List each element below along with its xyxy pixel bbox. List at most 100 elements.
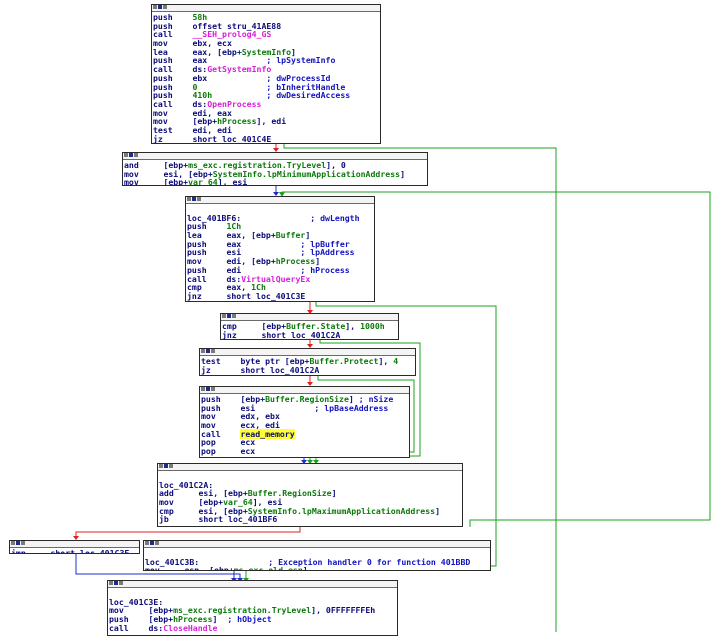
graph-node-icon[interactable]: [153, 5, 157, 9]
function-name[interactable]: __SEH_prolog4_GS: [192, 29, 272, 40]
instruction-line[interactable]: jz short loc_401C2A: [201, 365, 414, 375]
instruction-line[interactable]: mov [ebp+hProcess], edi: [153, 117, 379, 126]
instruction-line[interactable]: push eax ; lpBuffer: [187, 239, 373, 249]
instruction-line[interactable]: cmp eax, 1Ch: [187, 283, 373, 292]
graph-node-icon[interactable]: [109, 581, 113, 585]
symbol-operand[interactable]: 0: [192, 81, 198, 92]
instruction-line[interactable]: push esi ; lpBaseAddress: [201, 403, 408, 413]
basic-block-loc-401c3b[interactable]: loc_401C3B: ; Exception handler 0 for fu…: [143, 540, 491, 571]
symbol-operand[interactable]: SystemInfo.lpMinimumApplicationAddress: [212, 168, 401, 179]
symbol-operand[interactable]: SystemInfo.lpMaximumApplicationAddress: [247, 505, 436, 516]
symbol-operand[interactable]: 1Ch: [251, 282, 266, 293]
group-node-icon[interactable]: [119, 581, 123, 585]
group-node-icon[interactable]: [155, 541, 159, 545]
block-header-bar[interactable]: [152, 5, 380, 12]
block-header-bar[interactable]: [108, 581, 397, 588]
block-header-bar[interactable]: [123, 153, 427, 160]
symbol-operand[interactable]: 58h: [192, 12, 208, 22]
symbol-operand[interactable]: SystemInfo: [241, 46, 292, 57]
graph-node-icon[interactable]: [159, 464, 163, 468]
function-name[interactable]: read_memory: [240, 428, 295, 439]
color-node-icon[interactable]: [192, 197, 196, 201]
instruction-line[interactable]: mov edi, [ebp+hProcess]: [187, 257, 373, 266]
block-header-bar[interactable]: [221, 314, 398, 321]
color-node-icon[interactable]: [206, 387, 210, 391]
symbol-operand[interactable]: hProcess: [173, 614, 213, 625]
instruction-line[interactable]: mov [ebp+var_64], esi: [159, 498, 461, 507]
block-header-bar[interactable]: [144, 541, 490, 548]
instruction-line[interactable]: and [ebp+ms_exc.registration.TryLevel], …: [124, 161, 426, 170]
block-header-bar[interactable]: [200, 387, 409, 394]
symbol-operand[interactable]: 4: [393, 356, 399, 366]
instruction-line[interactable]: push offset stru_41AE88: [153, 21, 379, 31]
block-header-bar[interactable]: [186, 197, 374, 204]
instruction-line[interactable]: jnz short loc_401C3E: [187, 292, 373, 301]
instruction-line[interactable]: mov esi, [ebp+SystemInfo.lpMinimumApplic…: [124, 168, 426, 179]
instruction-line[interactable]: call ds:VirtualQueryEx: [187, 273, 373, 284]
color-node-icon[interactable]: [150, 541, 154, 545]
symbol-operand[interactable]: ms_exc.registration.TryLevel: [188, 160, 327, 170]
group-node-icon[interactable]: [169, 464, 173, 468]
symbol-operand[interactable]: Buffer.Protect: [309, 356, 379, 366]
instruction-line[interactable]: push [ebp+hProcess] ; hObject: [109, 615, 396, 624]
color-node-icon[interactable]: [158, 5, 162, 9]
instruction-line[interactable]: jnz short loc_401C2A: [222, 330, 397, 339]
basic-block-init[interactable]: and [ebp+ms_exc.registration.TryLevel], …: [122, 152, 428, 186]
instruction-line[interactable]: lea eax, [ebp+Buffer]: [187, 231, 373, 240]
instruction-line[interactable]: push eax ; lpSystemInfo: [153, 56, 379, 65]
group-node-icon[interactable]: [232, 314, 236, 318]
symbol-operand[interactable]: hProcess: [217, 116, 257, 127]
group-node-icon[interactable]: [21, 541, 25, 545]
symbol-operand[interactable]: 410h: [192, 90, 213, 101]
symbol-operand[interactable]: Buffer: [275, 230, 306, 241]
code-label-line[interactable]: loc_401C3B: ; Exception handler 0 for fu…: [145, 556, 489, 567]
instruction-line[interactable]: cmp [ebp+Buffer.State], 1000h: [222, 322, 397, 331]
code-label[interactable]: loc_401BF6:: [187, 212, 242, 223]
group-node-icon[interactable]: [211, 349, 215, 353]
graph-node-icon[interactable]: [222, 314, 226, 318]
graph-node-icon[interactable]: [201, 349, 205, 353]
symbol-operand[interactable]: var_64: [223, 497, 253, 508]
instruction-line[interactable]: push 58h: [153, 13, 379, 22]
group-node-icon[interactable]: [134, 153, 138, 157]
instruction-line[interactable]: lea eax, [ebp+SystemInfo]: [153, 46, 379, 57]
instruction-line[interactable]: mov ecx, edi: [201, 421, 408, 430]
instruction-line[interactable]: call read_memory: [201, 428, 408, 439]
symbol-operand[interactable]: Buffer.RegionSize: [265, 394, 349, 404]
graph-node-icon[interactable]: [11, 541, 15, 545]
group-node-icon[interactable]: [197, 197, 201, 201]
basic-block-loc-401c3e[interactable]: loc_401C3E:mov [ebp+ms_exc.registration.…: [107, 580, 398, 636]
function-name[interactable]: CloseHandle: [163, 622, 218, 633]
code-label[interactable]: loc_401C2A:: [159, 479, 214, 490]
symbol-operand[interactable]: ms_exc.old_esp: [233, 565, 303, 571]
instruction-line[interactable]: test byte ptr [ebp+Buffer.Protect], 4: [201, 357, 414, 366]
instruction-line[interactable]: call ds:GetSystemInfo: [153, 65, 379, 74]
color-node-icon[interactable]: [129, 153, 133, 157]
instruction-line[interactable]: push 0 ; bInheritHandle: [153, 81, 379, 92]
code-label-line[interactable]: loc_401C3E:: [109, 596, 396, 607]
color-node-icon[interactable]: [114, 581, 118, 585]
symbol-operand[interactable]: ms_exc.registration.TryLevel: [173, 605, 312, 616]
symbol-operand[interactable]: hProcess: [275, 256, 316, 267]
instruction-line[interactable]: mov ebx, ecx: [153, 39, 379, 48]
code-label-line[interactable]: loc_401BF6: ; dwLength: [187, 212, 373, 223]
function-name[interactable]: VirtualQueryEx: [241, 273, 311, 284]
basic-block-jmp[interactable]: jmp short loc_401C3E: [9, 540, 140, 554]
instruction-line[interactable]: push [ebp+Buffer.RegionSize] ; nSize: [201, 395, 408, 404]
symbol-operand[interactable]: var_64: [188, 177, 218, 186]
basic-block-loc-401c2a[interactable]: loc_401C2A:add esi, [ebp+Buffer.RegionSi…: [157, 463, 463, 527]
color-node-icon[interactable]: [164, 464, 168, 468]
instruction-line[interactable]: call ds:OpenProcess: [153, 100, 379, 109]
instruction-line[interactable]: call ds:CloseHandle: [109, 622, 396, 633]
instruction-line[interactable]: pop ecx: [201, 438, 408, 447]
graph-node-icon[interactable]: [187, 197, 191, 201]
code-label[interactable]: loc_401C3E:: [109, 596, 164, 607]
instruction-line[interactable]: pop ecx: [201, 447, 408, 456]
graph-node-icon[interactable]: [124, 153, 128, 157]
instruction-line[interactable]: jb short loc_401BF6: [159, 515, 461, 524]
code-label[interactable]: loc_401C3B:: [145, 556, 200, 567]
instruction-line[interactable]: mov edi, eax: [153, 108, 379, 118]
instruction-line[interactable]: mov [ebp+var_64], esi: [124, 177, 426, 186]
